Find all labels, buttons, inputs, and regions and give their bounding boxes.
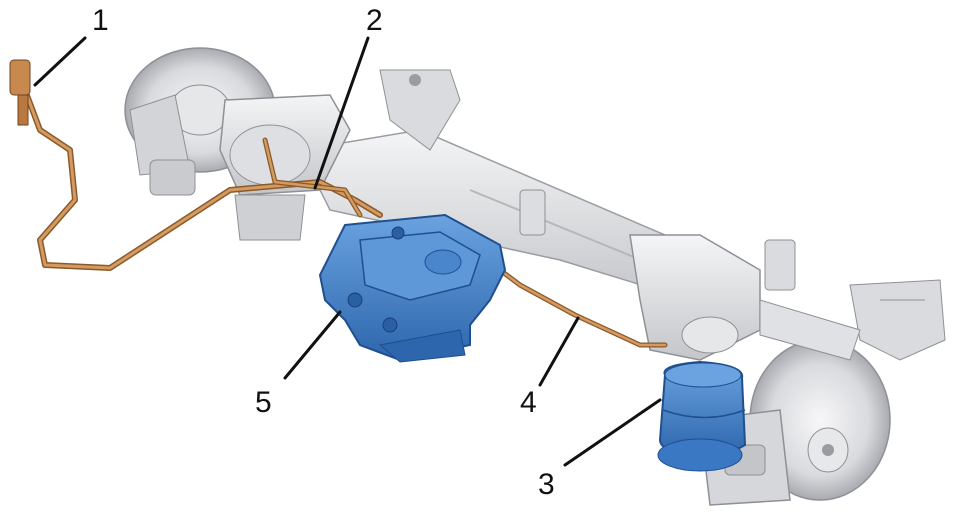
right-control-arm: [629, 234, 796, 361]
leader-line-1: [33, 36, 87, 87]
left-spring-body: [219, 94, 351, 241]
left-top-mount: [379, 69, 461, 151]
callout-5: 5: [255, 386, 272, 419]
leader-line-2: [313, 36, 370, 190]
air-supply-unit: [318, 213, 507, 363]
callout-2: 2: [366, 4, 383, 37]
right-subframe-link: [759, 299, 861, 361]
left-brake-assembly: [124, 47, 276, 196]
leader-line-3: [563, 398, 662, 467]
leader-line-4: [538, 316, 580, 387]
leader-line-5: [283, 310, 342, 380]
callout-4: 4: [520, 386, 537, 419]
air-pipes: [22, 87, 668, 348]
right-top-mount: [849, 279, 946, 361]
callout-3: 3: [538, 468, 555, 501]
height-sensor: [9, 59, 31, 126]
callout-1: 1: [92, 4, 109, 37]
leader-lines: [33, 36, 662, 467]
air-spring: [657, 360, 747, 472]
